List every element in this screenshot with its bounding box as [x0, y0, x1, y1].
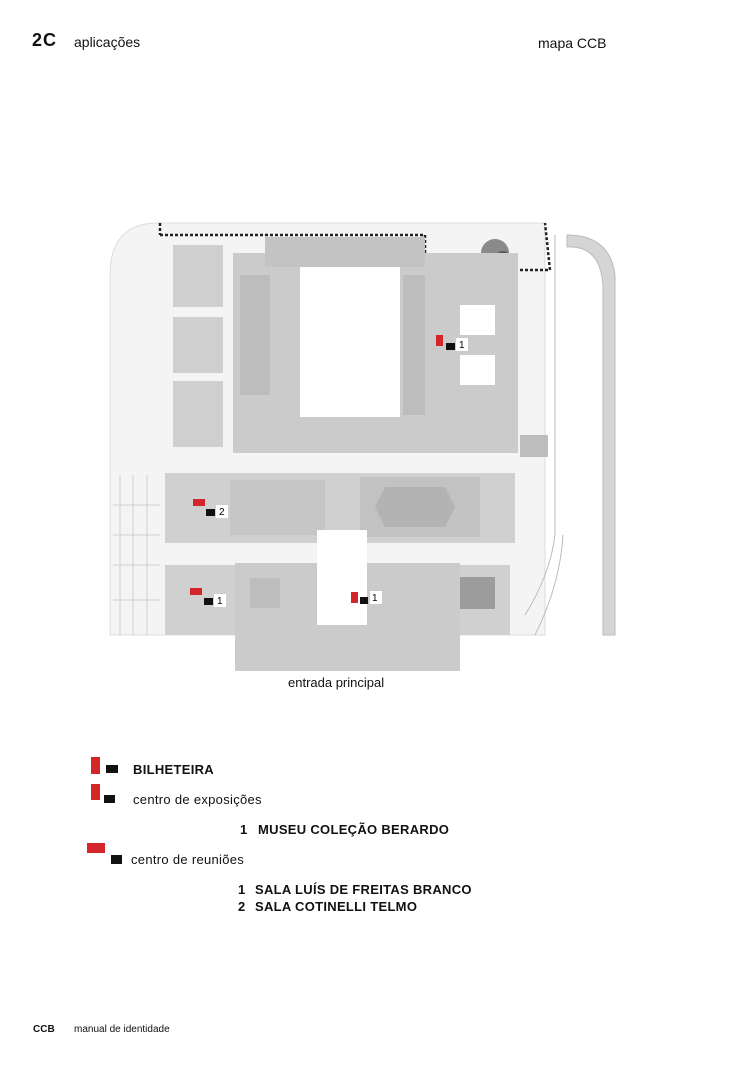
legend-exhibition-center: centro de exposições: [133, 792, 262, 807]
marker-number: 1: [459, 340, 465, 351]
page-label: mapa CCB: [538, 35, 607, 51]
legend-meeting-item-num: 2: [238, 899, 246, 914]
marker-exposicoes: [446, 343, 455, 350]
legend-bilheteira: BILHETEIRA: [133, 762, 214, 777]
entrance-court: [317, 530, 367, 625]
legend-meeting-item-num: 1: [238, 882, 246, 897]
marker-bilheteira: [436, 335, 443, 346]
legend-meeting-item-label: SALA LUÍS DE FREITAS BRANCO: [255, 882, 472, 897]
road: [566, 234, 616, 636]
footer-text: manual de identidade: [74, 1024, 170, 1035]
marker-number: 1: [372, 593, 378, 604]
site-map: 1 2 1 1: [109, 222, 616, 671]
courtyard: [300, 267, 400, 417]
legend-meeting-center: centro de reuniões: [131, 852, 245, 867]
marker-number: 2: [219, 507, 225, 518]
marker-number: 1: [217, 596, 223, 607]
legend-black-swatch: [106, 765, 118, 773]
section-title: aplicações: [74, 34, 141, 50]
legend-meeting-item-label: SALA COTINELLI TELMO: [255, 899, 418, 914]
footer-brand: CCB: [33, 1024, 55, 1035]
entrance-label: entrada principal: [288, 675, 385, 690]
section-number: 2C: [32, 30, 58, 50]
legend-exhibition-item-num: 1: [240, 822, 248, 837]
legend-exhibition-item-label: MUSEU COLEÇÃO BERARDO: [258, 822, 450, 837]
legend-red-swatch: [91, 757, 100, 774]
building-block: [173, 245, 223, 307]
